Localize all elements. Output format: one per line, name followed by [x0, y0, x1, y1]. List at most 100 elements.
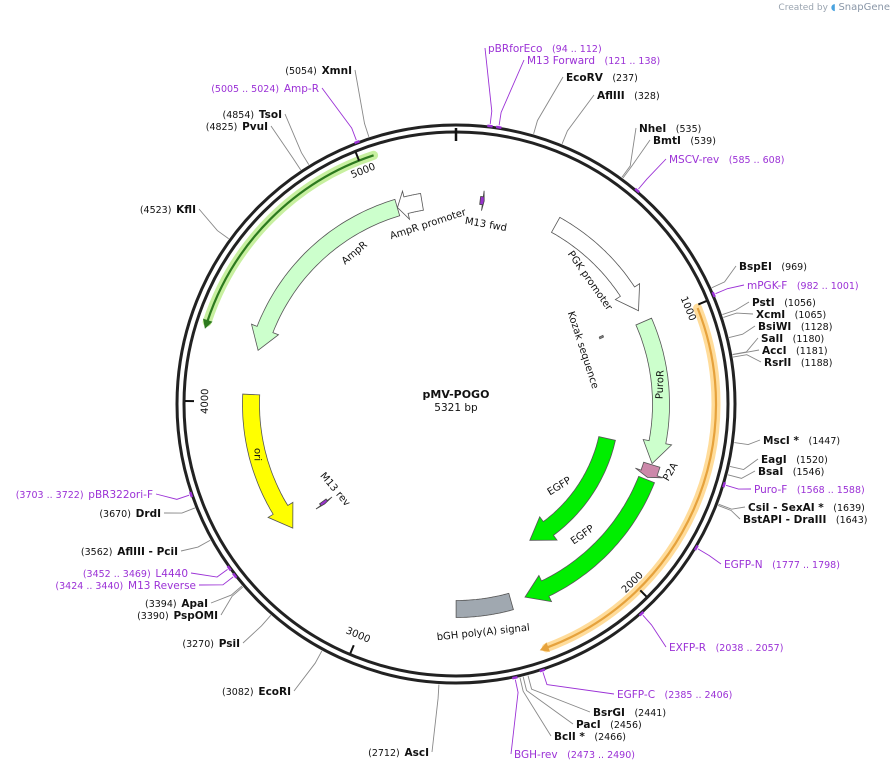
- site-name: BmtI: [653, 135, 681, 147]
- primer-exfp-r[interactable]: EXFP-R (2038 .. 2057): [638, 610, 784, 654]
- site-name: EGFP-N: [724, 559, 763, 571]
- site-label: mPGK-F (982 .. 1001): [747, 280, 859, 292]
- primer-mark: [189, 491, 194, 498]
- enzyme-tsoi[interactable]: (4854) TsoI: [223, 109, 310, 165]
- enzyme-csii-sexai[interactable]: CsiI - SexAI * (1639): [718, 502, 865, 514]
- primer-mark: [512, 675, 518, 680]
- feature-label: PuroR: [655, 370, 667, 400]
- site-leader-line: [697, 548, 722, 565]
- site-label: EcoRV (237): [566, 72, 638, 84]
- enzyme-bstapi-draiii[interactable]: BstAPI - DraIII (1643): [717, 505, 867, 526]
- feature-egfp[interactable]: EGFP: [529, 436, 616, 541]
- plasmid-center-label: pMV-POGO 5321 bp: [423, 388, 490, 414]
- primer-mark: [722, 481, 727, 488]
- primer-egfp-n[interactable]: EGFP-N (1777 .. 1798): [693, 544, 840, 571]
- site-label: (3424 .. 3440) M13 Reverse: [55, 580, 196, 592]
- primer-mark: [693, 544, 699, 551]
- enzyme-bmti[interactable]: BmtI (539): [622, 135, 716, 179]
- enzyme-pvui[interactable]: (4825) PvuI: [206, 121, 302, 171]
- feature-pgk-promoter[interactable]: PGK promoter: [550, 216, 641, 314]
- site-leader-line: [354, 69, 370, 137]
- enzyme-nhei[interactable]: NheI (535): [621, 123, 701, 178]
- enzyme-psti[interactable]: PstI (1056): [722, 297, 816, 316]
- feature-bgh-poly-a-signal[interactable]: bGH poly(A) signal: [436, 592, 530, 643]
- enzyme-apai[interactable]: (3394) ApaI: [145, 585, 243, 610]
- enzyme-rsrii[interactable]: RsrII (1188): [732, 354, 832, 369]
- enzyme-bsrgi[interactable]: BsrGI (2441): [527, 675, 666, 719]
- site-name: PstI: [752, 297, 775, 309]
- site-label: MSCV-rev (585 .. 608): [669, 154, 784, 166]
- primer-m13-reverse[interactable]: (3424 .. 3440) M13 Reverse: [55, 572, 238, 592]
- primer-m13-forward[interactable]: M13 Forward (121 .. 138): [496, 55, 660, 129]
- site-label: (4854) TsoI: [223, 109, 282, 121]
- enzyme-eagi[interactable]: EagI (1520): [729, 454, 828, 471]
- enzyme-ecorv[interactable]: EcoRV (237): [533, 72, 638, 135]
- feature-ori[interactable]: ori: [242, 393, 294, 529]
- site-label: MscI * (1447): [763, 435, 840, 447]
- feature-shape: [635, 317, 673, 465]
- site-name: BsrGI: [593, 707, 625, 719]
- site-label: (4825) PvuI: [206, 121, 268, 133]
- site-name: XcmI: [756, 309, 785, 321]
- enzyme-acci[interactable]: AccI (1181): [732, 345, 828, 357]
- site-leader-line: [728, 325, 756, 338]
- site-name: AflIII - PciI: [117, 546, 178, 558]
- enzyme-bcli[interactable]: BclI * (2466): [519, 677, 626, 743]
- site-position: (1777 .. 1798): [763, 560, 840, 571]
- site-label: SalI (1180): [761, 333, 824, 345]
- enzyme-kfli[interactable]: (4523) KflI: [140, 204, 229, 240]
- site-name: L4440: [155, 568, 188, 580]
- site-label: BmtI (539): [653, 135, 716, 147]
- site-name: (5005 .. 5024): [211, 84, 284, 95]
- enzyme-bsiwi[interactable]: BsiWI (1128): [728, 321, 832, 338]
- feature-puror[interactable]: PuroR: [635, 317, 673, 465]
- primer-puro-f[interactable]: Puro-F (1568 .. 1588): [722, 481, 865, 496]
- site-leader-line: [723, 312, 754, 318]
- enzyme-afliii-pcii[interactable]: (3562) AflIII - PciI: [81, 539, 211, 558]
- site-leader-line: [270, 125, 302, 171]
- site-leader-line: [484, 47, 493, 125]
- enzyme-drdi[interactable]: (3670) DrdI: [99, 507, 196, 520]
- feature-m13-fwd[interactable]: M13 fwd: [464, 190, 508, 234]
- site-name: (5054): [285, 66, 321, 77]
- primer-pbr322ori-f[interactable]: (3703 .. 3722) pBR322ori-F: [16, 489, 194, 501]
- enzyme-msci[interactable]: MscI * (1447): [734, 435, 840, 447]
- primer-mscv-rev[interactable]: MSCV-rev (585 .. 608): [634, 154, 784, 194]
- site-leader-line: [198, 208, 229, 240]
- enzyme-xcmi[interactable]: XcmI (1065): [723, 309, 826, 321]
- enzyme-afliii[interactable]: AflIII (328): [561, 90, 660, 144]
- plasmid-length: 5321 bp: [434, 402, 478, 414]
- primer-bgh-rev[interactable]: BGH-rev (2473 .. 2490): [510, 675, 635, 761]
- primer-mpgk-f[interactable]: mPGK-F (982 .. 1001): [711, 280, 859, 298]
- site-name: RsrII: [764, 357, 791, 369]
- enzyme-psii[interactable]: (3270) PsiI: [182, 615, 272, 650]
- primer-pbrforeco[interactable]: pBRforEco (94 .. 112): [484, 43, 602, 128]
- enzyme-xmni[interactable]: (5054) XmnI: [285, 65, 370, 137]
- enzyme-bsai[interactable]: BsaI (1546): [727, 466, 824, 479]
- site-position: (94 .. 112): [542, 44, 601, 55]
- primer-l4440[interactable]: (3452 .. 3469) L4440: [83, 565, 232, 580]
- feature-label: EGFP: [569, 523, 596, 547]
- primer-egfp-c[interactable]: EGFP-C (2385 .. 2406): [539, 668, 733, 701]
- feature-ampr-promoter[interactable]: AmpR promoter: [389, 189, 469, 242]
- primer-amp-r[interactable]: (5005 .. 5024) Amp-R: [211, 83, 360, 145]
- site-leader-line: [642, 614, 667, 648]
- enzyme-paci[interactable]: PacI (2456): [522, 676, 642, 731]
- feature-kozak-sequence[interactable]: Kozak sequence: [565, 310, 604, 390]
- enzyme-ecori[interactable]: (3082) EcoRI: [222, 650, 323, 698]
- feature-label: AmpR: [340, 239, 370, 267]
- site-label: (3394) ApaI: [145, 598, 208, 610]
- site-position: (1643): [826, 515, 867, 526]
- site-name: PspOMI: [173, 610, 218, 622]
- site-name: (4854): [223, 110, 259, 121]
- site-name: (3562): [81, 547, 117, 558]
- site-position: (1181): [786, 346, 827, 357]
- enzyme-bspei[interactable]: BspEI (969): [711, 261, 807, 289]
- feature-m13-rev[interactable]: M13 rev: [315, 471, 352, 510]
- scale-tick: [354, 151, 360, 161]
- site-name: BclI *: [554, 731, 585, 743]
- enzyme-asci[interactable]: (2712) AscI: [368, 684, 440, 759]
- site-label: (3562) AflIII - PciI: [81, 546, 178, 558]
- enzyme-pspomi[interactable]: (3390) PspOMI: [137, 586, 244, 622]
- site-leader-line: [220, 586, 244, 616]
